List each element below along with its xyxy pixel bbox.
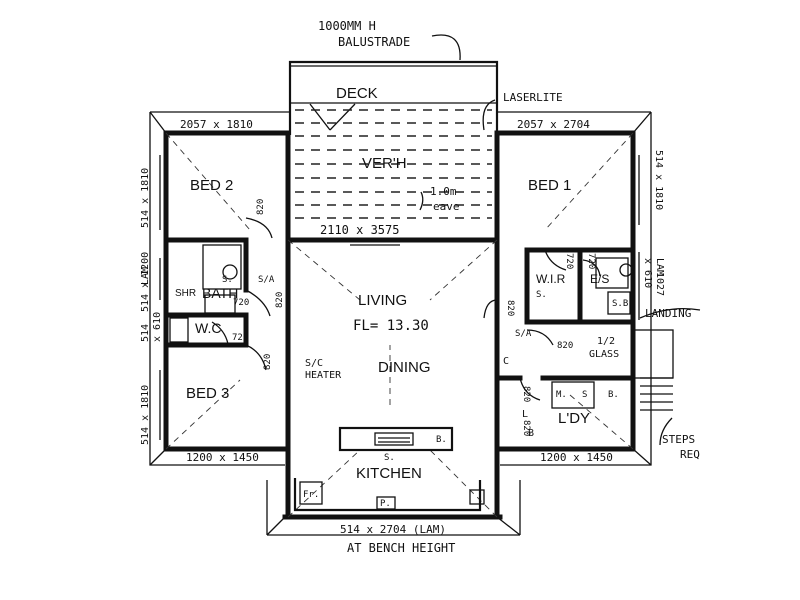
fixture-label: C (503, 356, 509, 367)
fixture-label: S (582, 390, 587, 400)
dim-kitchen-bottom: 514 x 2704 (LAM) (340, 523, 446, 536)
room-shower: SHR (175, 288, 196, 299)
door-size-label: 820 (263, 354, 273, 370)
door-size-label: 720 (233, 298, 249, 308)
glass-label-2: GLASS (589, 349, 619, 360)
dim-es-side-a: 1027 (654, 272, 665, 296)
dim-ldy-bottom: 1200 x 1450 (540, 451, 613, 464)
door-size-label: 820 (256, 199, 266, 215)
door-size-label: 720 (586, 253, 596, 269)
steps-label-2: REQ (680, 448, 700, 461)
window-marks (159, 155, 640, 440)
verandah-grid (295, 109, 492, 219)
room-wc: W.C (195, 320, 221, 336)
fixture-label: Fr. (303, 490, 319, 500)
room-living: LIVING (358, 292, 407, 309)
lam-right-label: LAM (654, 258, 665, 276)
door-size-label: 820 (521, 386, 531, 402)
dim-bed1-top: 2057 x 2704 (517, 118, 590, 131)
dim-bed3-side: 514 x 1810 (140, 385, 151, 445)
dim-bath-side: 514 x 1200 (140, 252, 151, 312)
walls (163, 130, 636, 520)
room-dining: DINING (378, 359, 431, 376)
door-size-label: 820 (521, 420, 531, 436)
fixture-label: M. (556, 390, 567, 400)
smoke-alarm-label: S/A (258, 275, 275, 285)
heater-label-1: S/C (305, 358, 323, 369)
fixture-labels: S/A S/A S. S. S.B. B. C B L B. S. Fr. P.… (222, 275, 634, 509)
eave-label-1: 1.0m (430, 185, 457, 198)
balustrade-label-1: 1000MM H (318, 19, 376, 33)
fixture-label: S. (384, 453, 395, 463)
room-bed1: BED 1 (528, 177, 571, 194)
eave-outline (149, 111, 652, 536)
fixture-label: B. (608, 390, 619, 400)
roof-diagonals (165, 132, 634, 518)
glass-label-1: 1/2 (597, 336, 615, 347)
balustrade-label-2: BALUSTRADE (338, 35, 410, 49)
laserlite-label: LASERLITE (503, 91, 563, 104)
dim-bed2-side: 514 x 1810 (140, 168, 151, 228)
room-labels: DECK VER'H BED 2 BED 1 BATH SHR W.C W.I.… (175, 85, 609, 482)
door-size-label: 820 (275, 292, 285, 308)
door-size-label: 720 (564, 253, 574, 269)
annotation-labels: 1000MM H BALUSTRADE LASERLITE 1.0m eave … (140, 19, 700, 555)
pointers (350, 34, 496, 246)
smoke-alarm-label: S/A (515, 329, 532, 339)
fixture-label: S.B. (612, 299, 634, 309)
dim-bed1-side: 514 x 1810 (653, 150, 664, 210)
fixture-label: P. (380, 499, 391, 509)
dim-wc-side-a: 514 (140, 324, 151, 342)
room-deck: DECK (336, 85, 378, 102)
lam-left-label: LAM (140, 267, 151, 285)
landing-steps (632, 307, 701, 446)
room-bath: BATH (202, 285, 238, 301)
dim-wc-side-b: x 610 (152, 312, 163, 342)
door-size-label: 820 (557, 341, 573, 351)
floor-level-label: FL= 13.30 (353, 318, 429, 334)
room-verandah: VER'H (362, 155, 407, 172)
dimension-labels: 2057 x 1810 2057 x 2704 514 x 1810 514 x… (140, 118, 665, 536)
dim-es-side-b: x 610 (642, 258, 653, 288)
dim-living-top: 2110 x 3575 (320, 223, 399, 237)
room-kitchen: KITCHEN (356, 465, 422, 482)
room-ensuite: E/S (590, 272, 609, 286)
landing-label: LANDING (645, 307, 691, 320)
eave-label-2: eave (433, 200, 460, 213)
fixture-label: S. (536, 290, 547, 300)
door-labels: 820 720 820 720 820 820 820 720 720 820 … (232, 199, 596, 437)
wet-area-fittings (169, 244, 633, 409)
steps-label-1: STEPS (662, 433, 695, 446)
door-size-label: 820 (505, 300, 515, 316)
fixture-label: B. (436, 435, 447, 445)
room-wir: W.I.R (536, 272, 566, 286)
deck (288, 60, 499, 135)
dim-bed2-top: 2057 x 1810 (180, 118, 253, 131)
room-bed2: BED 2 (190, 177, 233, 194)
room-bed3: BED 3 (186, 385, 229, 402)
heater-label-2: HEATER (305, 370, 342, 381)
dim-bed3-bottom: 1200 x 1450 (186, 451, 259, 464)
fixture-label: L (522, 409, 528, 420)
kitchen-fittings (293, 426, 485, 512)
door-swings (211, 217, 601, 401)
bench-height-label: AT BENCH HEIGHT (347, 541, 455, 555)
door-size-label: 720 (232, 333, 248, 343)
fixture-label: S. (222, 275, 233, 285)
fixture-label: B (528, 428, 534, 439)
room-laundry: L'DY (558, 410, 590, 427)
